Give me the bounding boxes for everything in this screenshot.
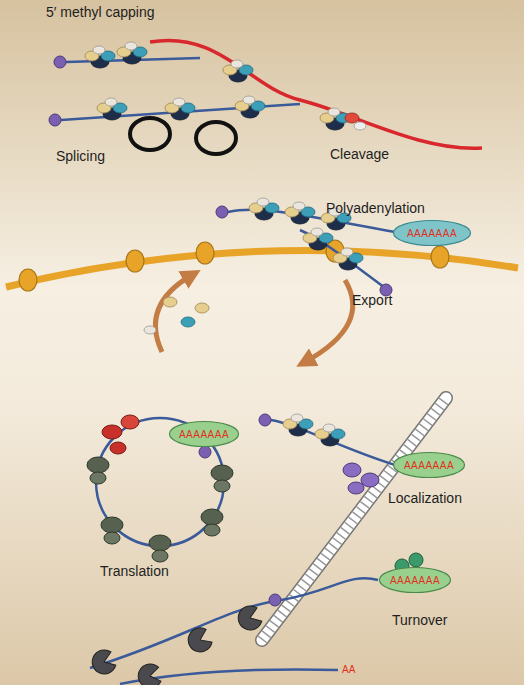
tail-text: AAAAAAA [168,420,240,448]
translation-loop-part [102,425,122,439]
poly-a-tail: AAAAAAA [168,420,240,448]
step-label: Export [352,292,392,308]
localized-mrnp-part [259,414,271,426]
pre-mrna-processing-part [117,42,147,64]
localized-mrnp-part [283,414,313,436]
pre-mrna-processing-part [235,96,265,118]
recycling-arrows-part [144,326,156,334]
localized-mrnp-part [361,473,379,487]
nuclear-envelope [6,240,518,291]
pre-mrna-processing-part [249,198,279,220]
translation-loop-part [121,415,139,429]
pre-mrna-processing-part [345,113,359,123]
microtubule [262,398,446,640]
translation-loop-part [101,517,123,544]
pre-mrna-processing [49,40,482,232]
pre-mrna-processing-part [49,114,61,126]
mrna-decay-part [136,662,162,685]
localized-mrnp-part [348,482,364,494]
step-label: Localization [388,490,462,506]
pre-mrna-processing-part [354,122,366,130]
localized-mrnp [259,414,395,494]
pre-mrna-processing-part [285,202,315,224]
export-complex-part [303,228,333,250]
step-label: 5′ methyl capping [46,4,154,20]
pre-mrna-processing-part [97,98,127,120]
localized-mrnp-part [343,463,361,477]
pre-mrna-processing-part [150,40,482,148]
recycling-arrows-part [181,317,195,327]
recycling-arrows-part [155,275,192,352]
pre-mrna-processing-part [54,56,66,68]
mrna-decay-part [269,594,281,606]
recycling-arrows-part [163,297,177,307]
translation-loop-part [149,535,171,562]
export-complex-part [333,248,363,270]
recycling-arrows-part [305,280,353,362]
pre-mrna-processing-part [130,118,170,150]
tail-text: AAAAAAA [378,566,452,594]
tail-text: AAAAAAA [392,451,466,479]
poly-a-tail: AAAAAAA [378,566,452,594]
tail-fragment: AA [342,662,355,678]
mrna-decay-part [89,647,118,677]
recycling-arrows-part [195,303,209,313]
mrna-decay-part [90,602,270,668]
localized-mrnp-part [315,424,345,446]
tail-text: AAAAAAA [392,219,472,247]
step-label: Splicing [56,148,105,164]
nuclear-envelope-part [431,246,449,268]
nuclear-envelope-part [126,250,144,272]
microtubule-part [262,398,446,640]
pre-mrna-processing-part [85,46,115,68]
poly-a-tail: AAAAAAA [392,219,472,247]
nuclear-envelope-part [19,269,37,291]
step-label: Translation [100,563,169,579]
mrna-decay-part [184,625,214,656]
poly-a-tail: AAAAAAA [392,451,466,479]
microtubule-part [262,398,446,640]
mrna-decay-part [281,578,378,600]
nuclear-envelope-part [196,242,214,264]
step-label: Turnover [392,612,448,628]
translation-loop-part [201,509,223,536]
step-label: Cleavage [330,146,389,162]
step-label: Polyadenylation [326,200,425,216]
pre-mrna-processing-part [165,98,195,120]
microtubule-part [262,398,446,640]
pre-mrna-processing-part [196,122,236,154]
recycling-arrows [144,275,353,362]
translation-loop-part [211,465,233,492]
mrna-decay-part [409,553,423,567]
translation-loop-part [87,457,109,484]
translation-loop-part [199,446,211,458]
mrna-decay [89,553,423,685]
mrna-decay-part [235,603,264,633]
pre-mrna-processing-part [223,60,253,82]
translation-loop-part [110,442,126,454]
pre-mrna-processing-part [216,206,228,218]
